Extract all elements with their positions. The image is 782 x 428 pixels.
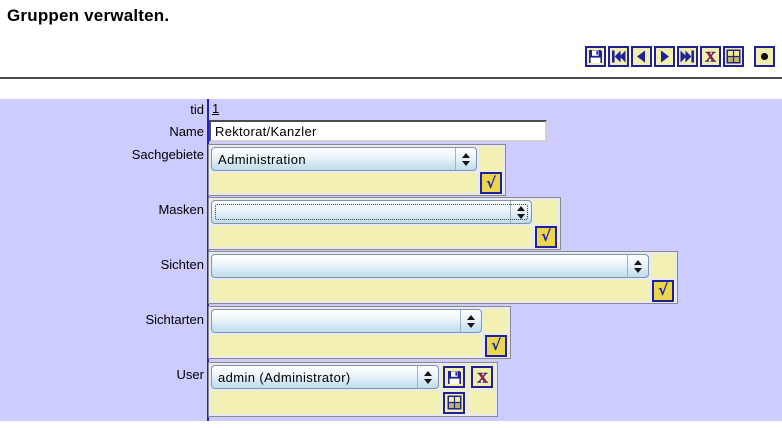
sachgebiete-confirm-button[interactable]: √ (480, 172, 502, 194)
select-spinner-icon (627, 255, 648, 277)
toolbar-first-button[interactable] (608, 46, 629, 67)
user-add-button[interactable] (443, 391, 465, 414)
user-select[interactable]: admin (Administrator) (211, 365, 439, 389)
sachgebiete-list-field[interactable] (211, 173, 477, 193)
sichtarten-group: √ (208, 306, 511, 359)
floppy-icon (447, 370, 461, 384)
sichtarten-select[interactable] (211, 309, 482, 333)
sichten-confirm-button[interactable]: √ (652, 279, 674, 302)
user-delete-button[interactable]: X (471, 366, 493, 388)
first-record-icon (612, 50, 626, 63)
sichten-list-field[interactable] (211, 280, 649, 301)
user-save-button[interactable] (443, 366, 465, 388)
record-toolbar: X (585, 46, 775, 67)
record-dot-icon (760, 52, 769, 61)
svg-text:X: X (477, 370, 488, 384)
sachgebiete-group: Administration √ (208, 144, 506, 196)
sichten-label: Sichten (160, 257, 204, 272)
user-selected-value: admin (Administrator) (218, 369, 351, 385)
toolbar-previous-button[interactable] (631, 46, 652, 67)
sichten-group: √ (208, 251, 678, 304)
sachgebiete-selected-value: Administration (218, 151, 306, 167)
toolbar-last-button[interactable] (677, 46, 698, 67)
sachgebiete-select[interactable]: Administration (211, 147, 477, 171)
sichten-select[interactable] (211, 254, 649, 278)
user-label: User (176, 367, 204, 382)
header-divider (0, 77, 782, 79)
delete-x-icon: X (476, 370, 488, 385)
previous-record-icon (637, 50, 645, 63)
tid-value: 1 (212, 101, 220, 116)
sichtarten-label: Sichtarten (145, 312, 204, 327)
sachgebiete-label: Sachgebiete (131, 147, 204, 162)
masken-confirm-button[interactable]: √ (535, 225, 557, 248)
name-input[interactable] (209, 120, 547, 142)
user-list-field[interactable] (211, 391, 439, 414)
toolbar-save-button[interactable] (585, 46, 606, 67)
masken-select[interactable] (211, 200, 532, 224)
toolbar-next-button[interactable] (654, 46, 675, 67)
user-aux-field[interactable] (469, 391, 495, 414)
toolbar-record-dot-button[interactable] (754, 46, 775, 67)
masken-group: √ (208, 197, 561, 250)
name-label: Name (169, 124, 204, 139)
floppy-icon (589, 50, 602, 63)
next-record-icon (661, 50, 669, 63)
masken-list-field[interactable] (211, 226, 532, 247)
select-spinner-icon (460, 310, 481, 332)
select-spinner-icon (455, 148, 476, 170)
svg-text:X: X (705, 50, 716, 64)
sichtarten-confirm-button[interactable]: √ (485, 334, 507, 357)
toolbar-delete-button[interactable]: X (700, 46, 721, 67)
sachgebiete-aux-field[interactable] (479, 147, 503, 171)
new-record-grid-icon (447, 395, 461, 410)
form-panel: tid 1 Name Sachgebiete Administration √ … (0, 99, 782, 421)
user-group: admin (Administrator) (208, 362, 498, 417)
focus-ring (215, 204, 528, 220)
new-record-grid-icon (726, 49, 741, 64)
select-spinner-icon (510, 201, 531, 223)
sichten-aux-field[interactable] (651, 254, 675, 278)
select-spinner-icon (417, 366, 438, 388)
delete-x-icon: X (705, 49, 717, 64)
last-record-icon (680, 50, 694, 63)
sichtarten-aux-field[interactable] (484, 309, 508, 333)
tid-label: tid (190, 102, 204, 117)
masken-aux-field[interactable] (534, 200, 558, 224)
page-title: Gruppen verwalten. (7, 6, 170, 25)
masken-label: Masken (158, 202, 204, 217)
toolbar-new-button[interactable] (723, 46, 744, 67)
sichtarten-list-field[interactable] (211, 335, 482, 356)
